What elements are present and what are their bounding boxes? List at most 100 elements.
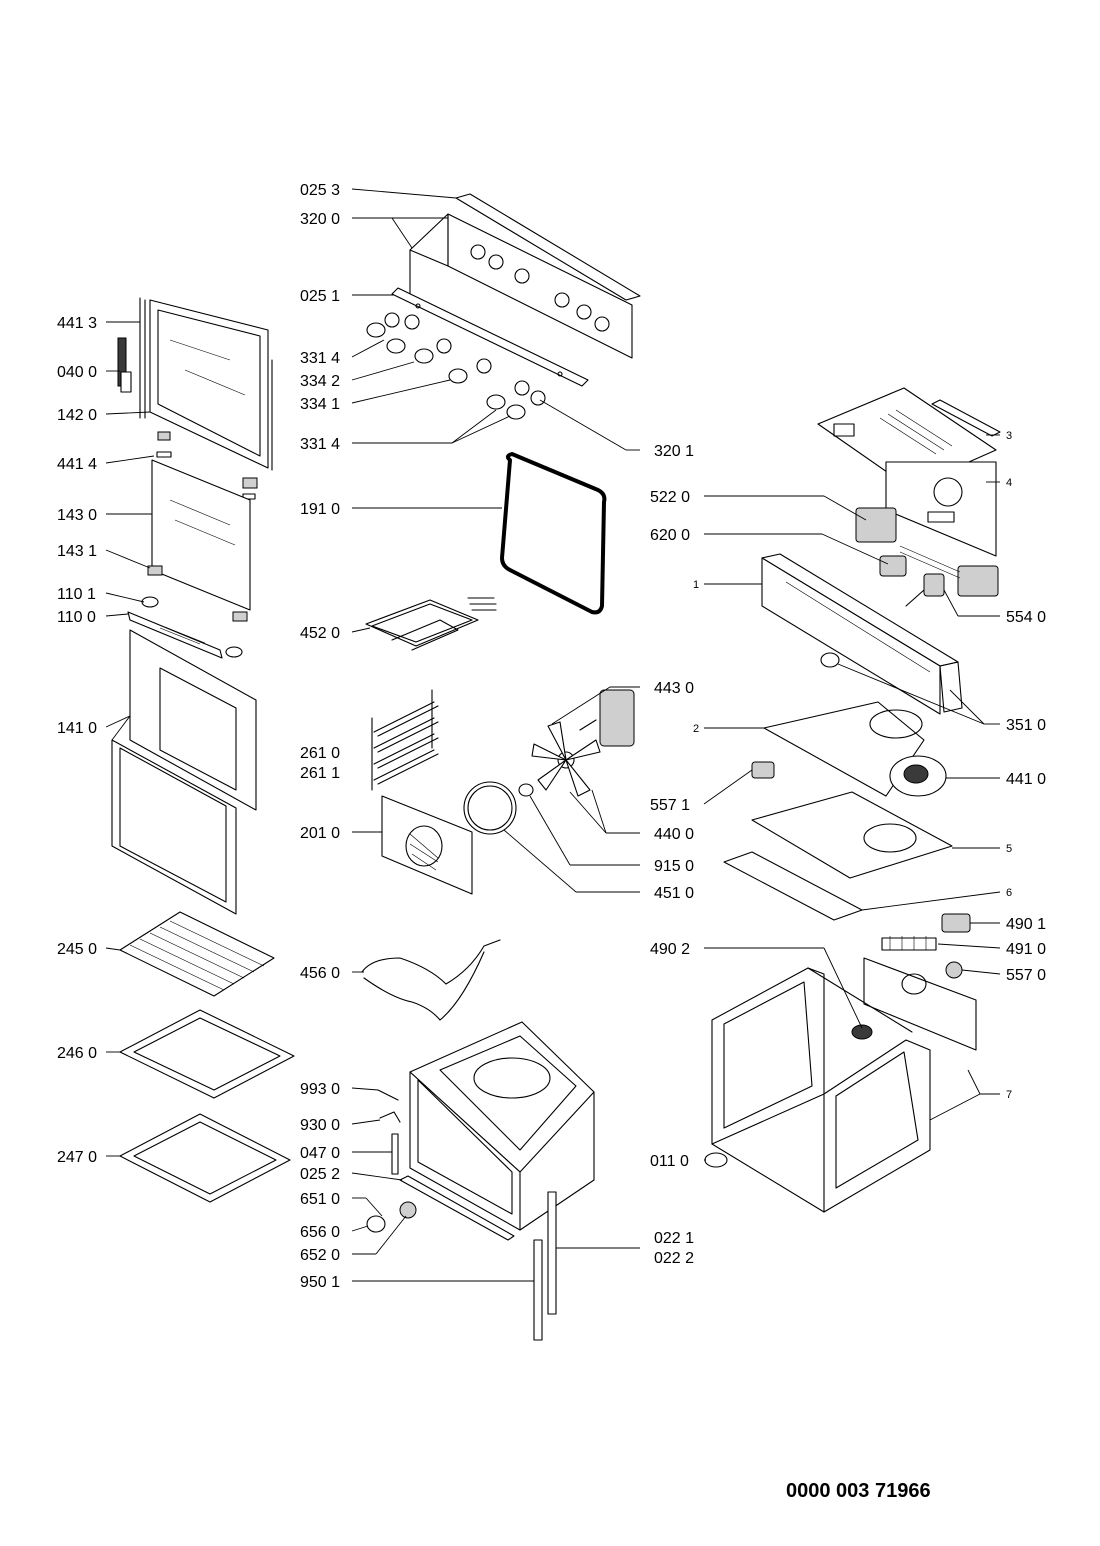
callout-334-1: 334 1 [300, 396, 340, 413]
upper-fan-deflector [763, 701, 925, 797]
callout-452-0: 452 0 [300, 625, 340, 642]
callout-620-0: 620 0 [650, 527, 690, 544]
fan-nut [518, 783, 534, 797]
callout-4: 4 [1006, 477, 1012, 489]
callout-331-4-upper: 331 4 [300, 350, 340, 367]
fascia-support-bracket [391, 287, 589, 387]
lamp-assembly [366, 1201, 417, 1233]
outer-casing [711, 967, 931, 1213]
callout-441-4: 441 4 [57, 456, 97, 473]
callout-930-0: 930 0 [300, 1117, 340, 1134]
outer-door-frame [139, 297, 273, 471]
rear-panel [863, 957, 977, 1051]
callout-7: 7 [1006, 1089, 1012, 1101]
relay-switches [855, 507, 999, 597]
fan-cover-panel [381, 795, 473, 895]
small-knob-insert [820, 652, 840, 668]
callout-351-0: 351 0 [1006, 717, 1046, 734]
foot [704, 1152, 728, 1168]
fan-blade [531, 721, 601, 797]
callout-993-0: 993 0 [300, 1081, 340, 1098]
outer-door-glass [111, 629, 257, 915]
callout-110-1: 110 1 [57, 586, 96, 603]
hinge-clips [156, 431, 258, 500]
oven-door-seal [500, 452, 607, 615]
circular-heating-element [463, 781, 517, 835]
door-hinge [117, 337, 132, 393]
callout-320-1: 320 1 [654, 443, 694, 460]
callout-443-0: 443 0 [654, 680, 694, 697]
callout-143-0: 143 0 [57, 507, 97, 524]
callout-246-0: 246 0 [57, 1045, 97, 1062]
callout-201-0: 201 0 [300, 825, 340, 842]
callout-557-0: 557 0 [1006, 967, 1046, 984]
document-number: 0000 003 71966 [786, 1480, 931, 1502]
callout-261-0: 261 0 [300, 745, 340, 762]
callout-1: 1 [693, 579, 699, 591]
callout-522-0: 522 0 [650, 489, 690, 506]
wire-shelf [119, 911, 275, 997]
control-panel-top-strip [455, 193, 641, 301]
callout-261-1: 261 1 [300, 765, 340, 782]
callout-5: 5 [1006, 843, 1012, 855]
connector-490-1 [941, 913, 971, 933]
drip-tray [119, 1113, 291, 1203]
small-bracket-3 [931, 399, 1001, 437]
callout-025-2: 025 2 [300, 1166, 340, 1183]
door-handle [127, 596, 243, 659]
callout-110-0: 110 0 [57, 609, 96, 626]
glass-clips [147, 565, 248, 622]
callout-491-0: 491 0 [1006, 941, 1046, 958]
inner-glass-panel [151, 459, 251, 611]
callout-6: 6 [1006, 887, 1012, 899]
callout-557-1: 557 1 [650, 797, 690, 814]
callout-656-0: 656 0 [300, 1224, 340, 1241]
baking-tray [119, 1009, 295, 1099]
thermostat [905, 573, 945, 607]
callout-025-3: 025 3 [300, 182, 340, 199]
cooling-fan [889, 755, 947, 797]
callout-245-0: 245 0 [57, 941, 97, 958]
shelf-runners [371, 689, 439, 791]
front-control-housing [761, 553, 963, 715]
oven-cavity [409, 1021, 595, 1231]
callout-247-0: 247 0 [57, 1149, 97, 1166]
callout-3: 3 [1006, 430, 1012, 442]
door-side-strips [533, 1191, 557, 1341]
callout-490-2: 490 2 [650, 941, 690, 958]
callout-441-0: 441 0 [1006, 771, 1046, 788]
cavity-front-trim [399, 1175, 515, 1241]
lower-deflector-5 [751, 791, 953, 879]
upper-heating-element [365, 597, 497, 651]
callout-652-0: 652 0 [300, 1247, 340, 1264]
callout-141-0: 141 0 [57, 720, 97, 737]
callout-334-2: 334 2 [300, 373, 340, 390]
callout-040-0: 040 0 [57, 364, 97, 381]
callout-915-0: 915 0 [654, 858, 694, 875]
callout-011-0: 011 0 [650, 1153, 689, 1170]
control-knobs [366, 312, 546, 420]
callout-047-0: 047 0 [300, 1145, 340, 1162]
callout-2: 2 [693, 723, 699, 735]
callout-651-0: 651 0 [300, 1191, 340, 1208]
callout-451-0: 451 0 [654, 885, 694, 902]
cavity-screws-and-bracket [377, 1089, 401, 1175]
callout-022-1: 022 1 [654, 1230, 694, 1247]
callout-022-2: 022 2 [654, 1250, 694, 1267]
control-panel-fascia [409, 213, 633, 359]
lower-heating-element [361, 939, 501, 1021]
callout-331-4-lower: 331 4 [300, 436, 340, 453]
callout-554-0: 554 0 [1006, 609, 1046, 626]
terminal-block [881, 936, 937, 951]
rear-electronics-plate [885, 461, 997, 557]
fan-motor [579, 689, 635, 747]
callout-025-1: 025 1 [300, 288, 340, 305]
callout-456-0: 456 0 [300, 965, 340, 982]
callout-441-3: 441 3 [57, 315, 97, 332]
leader-lines [105, 188, 1001, 1282]
callout-labels: 025 3 320 0 025 1 441 3 040 0 142 0 441 … [57, 182, 1046, 1291]
callout-440-0: 440 0 [654, 826, 694, 843]
callout-950-1: 950 1 [300, 1274, 340, 1291]
